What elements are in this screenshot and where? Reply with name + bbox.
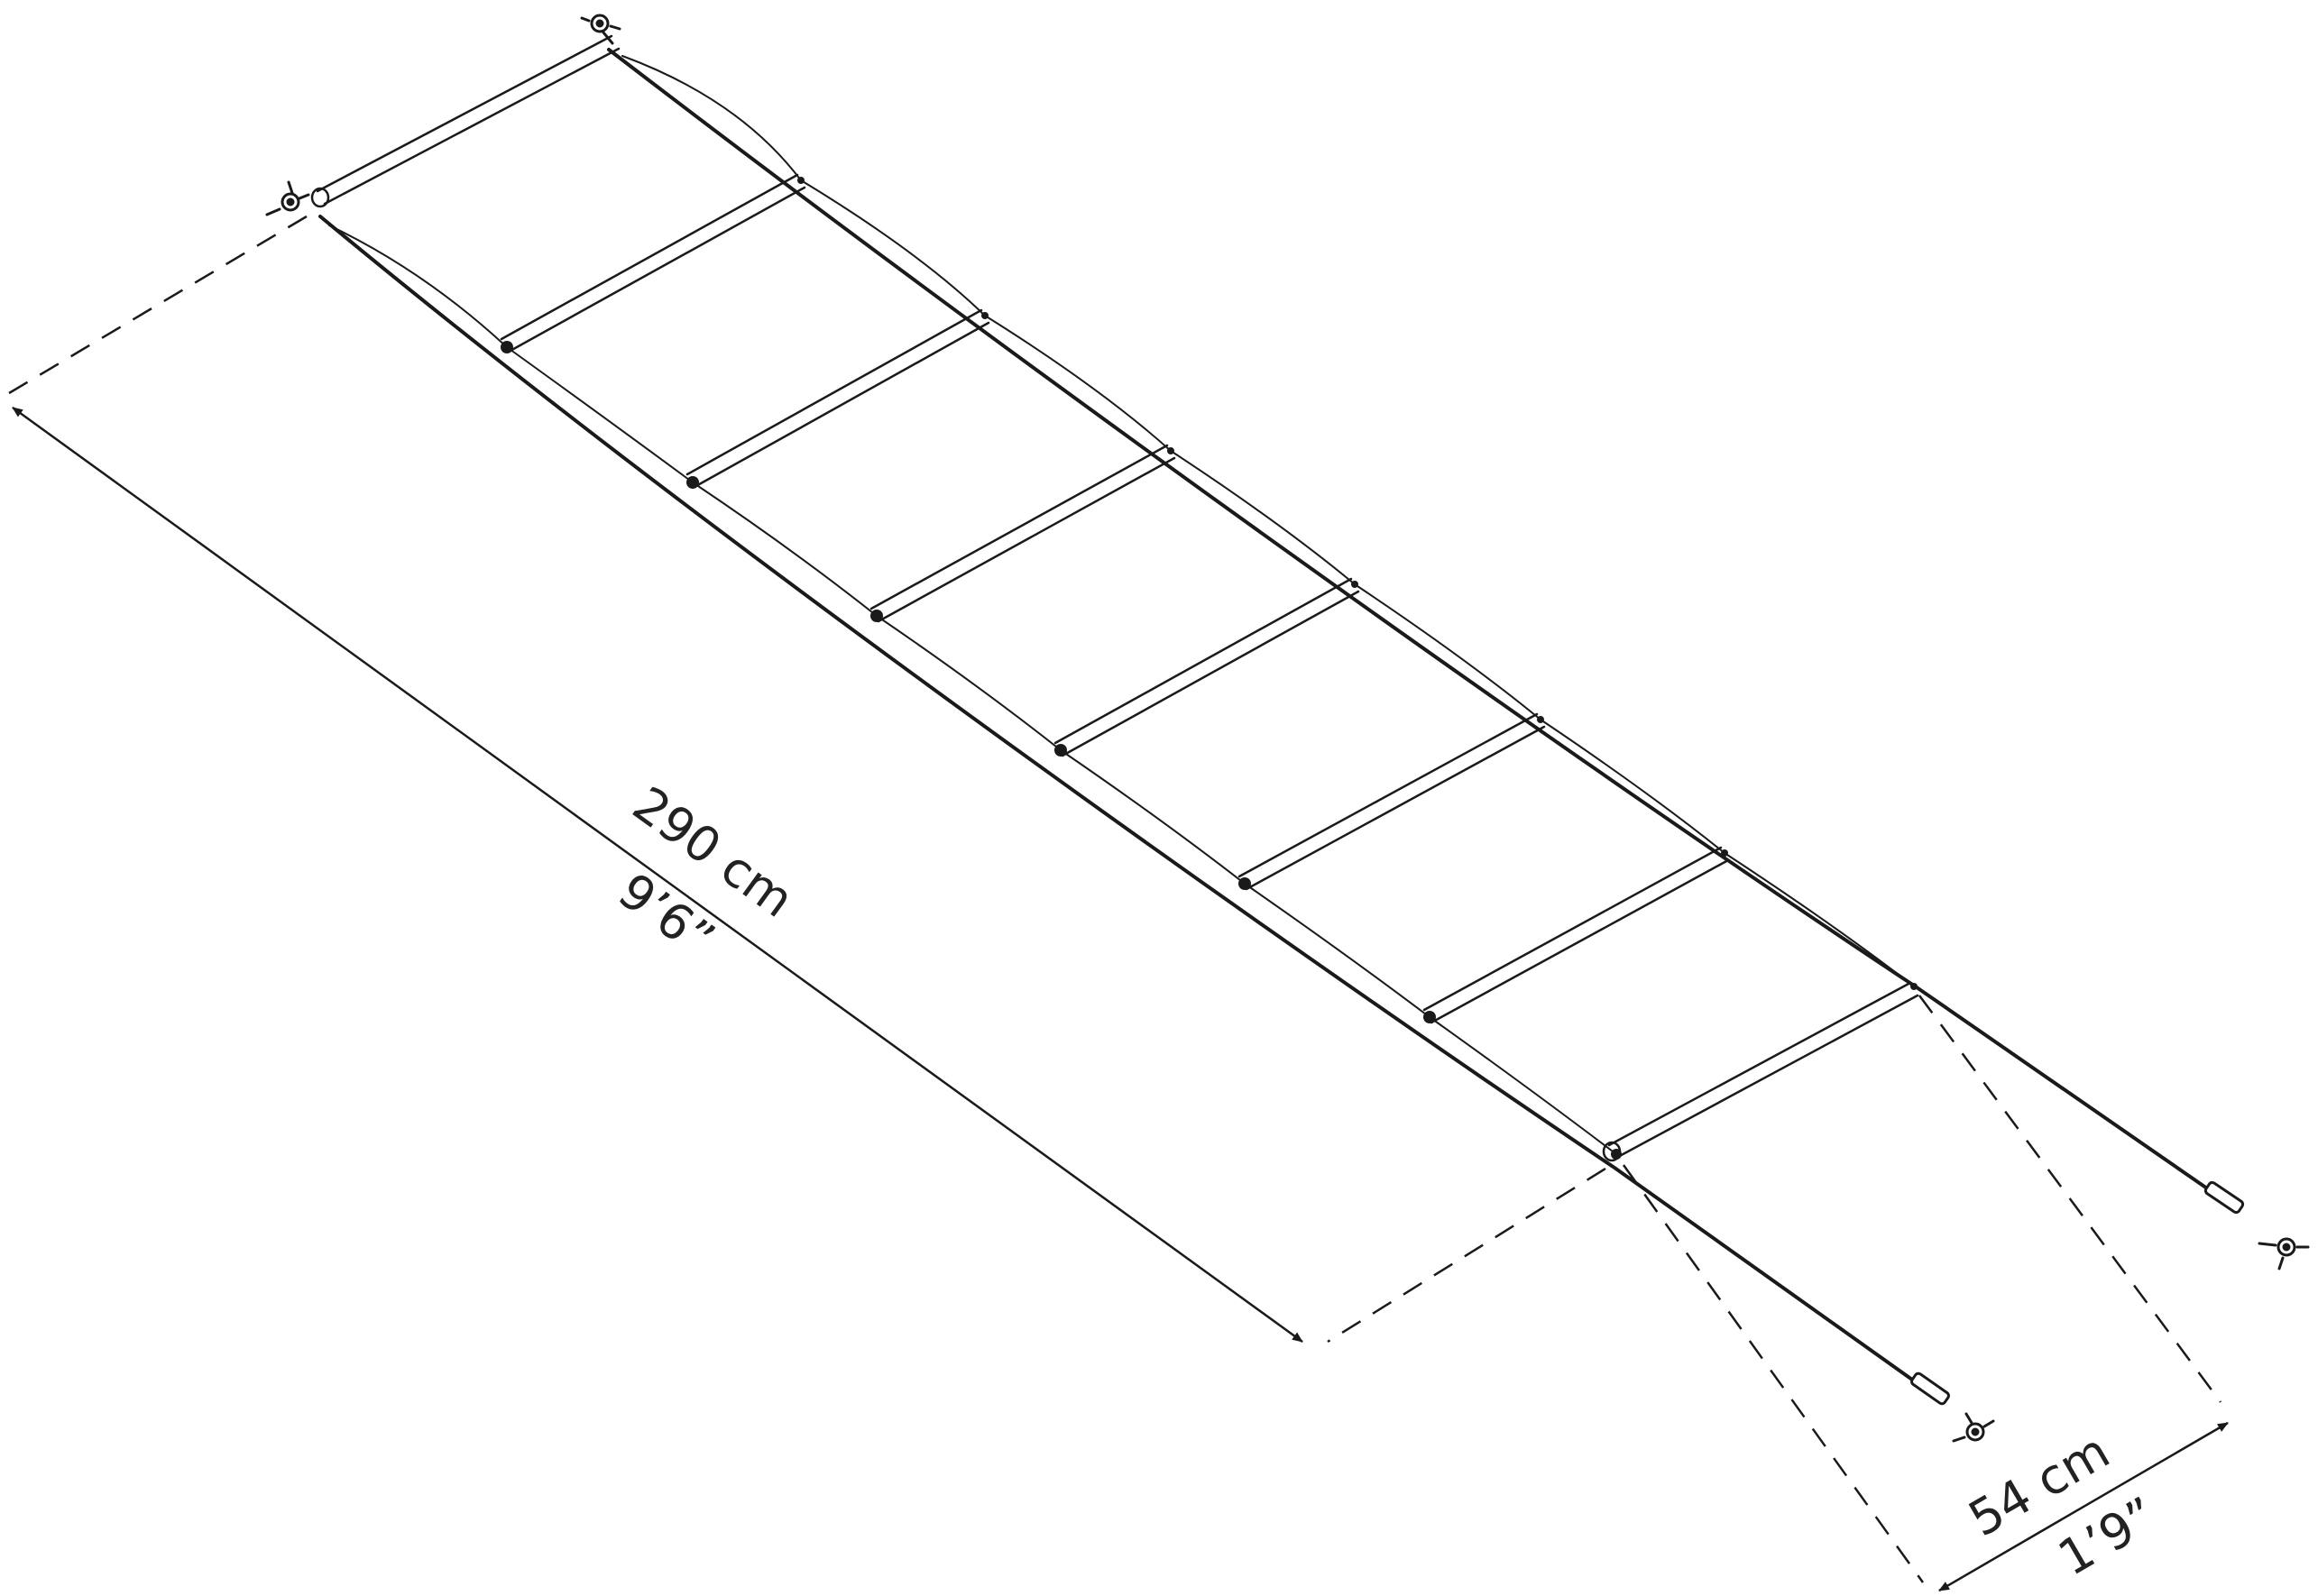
cross-bar — [316, 34, 621, 206]
upper-cable — [607, 48, 2212, 1192]
turnbuckle-icon — [2203, 1180, 2245, 1215]
length-extension-line-bottom — [1327, 1167, 1606, 1344]
anchors — [265, 14, 2310, 1443]
cable-joints — [501, 177, 1918, 1160]
length-dimension — [8, 215, 1606, 1344]
width-extension-line-right — [1918, 995, 2222, 1403]
eye-bolt-icon — [580, 14, 621, 45]
cross-bar — [500, 173, 806, 353]
cross-bar — [685, 308, 990, 489]
lower-fabric-swags — [328, 225, 1617, 1155]
lower-cable — [318, 215, 1914, 1381]
eye-bolt-icon — [2258, 1237, 2310, 1270]
eye-bolt-icon — [265, 180, 310, 216]
shade-structure — [310, 34, 2212, 1381]
width-dimension — [1622, 995, 2229, 1592]
length-extension-line-top — [8, 215, 308, 395]
length-dimension-line — [12, 406, 1303, 1344]
eye-bolt-icon — [1952, 1412, 1995, 1443]
cross-bar — [1237, 712, 1546, 891]
turnbuckle-icon — [1910, 1371, 1950, 1406]
cross-bar — [869, 444, 1176, 623]
cross-bar — [1607, 981, 1919, 1160]
width-extension-line-left — [1622, 1164, 1925, 1583]
cross-bars — [316, 34, 1919, 1160]
cross-bar — [1422, 846, 1730, 1024]
turnbuckles — [1910, 1180, 2245, 1406]
cross-bar — [1053, 577, 1360, 757]
width-dimension-line — [1938, 1421, 2229, 1592]
